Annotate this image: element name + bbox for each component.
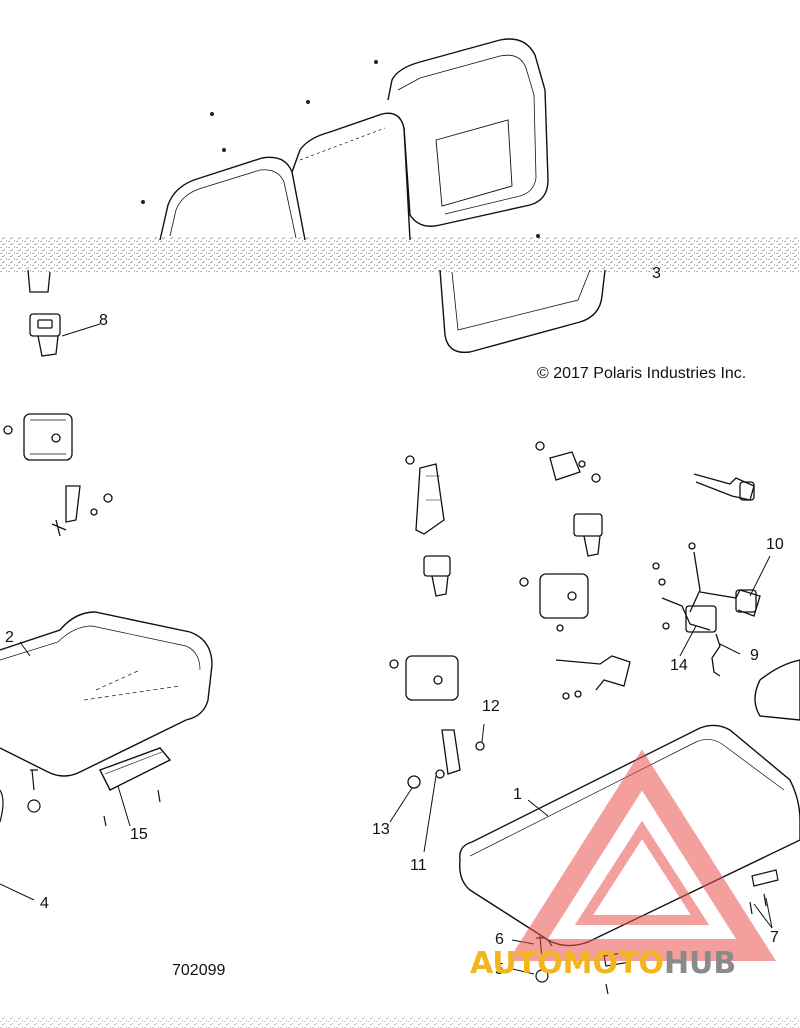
callout-8: 8 [99,312,108,329]
callout-6: 6 [495,931,504,948]
left-hardware [0,769,161,827]
callout-3: 3 [652,265,661,282]
callout-10: 10 [766,536,784,553]
watermark-moto: MOTO [562,946,664,981]
belt-assembly-9-10-14 [652,542,761,677]
callout-5: 5 [495,961,504,978]
watermark-auto: AUTO [470,946,563,981]
callout-1: 1 [513,786,522,803]
upper-fasteners [141,60,540,238]
scan-artifact-bottom [0,1016,800,1028]
callout-14: 14 [670,657,688,674]
callout-4: 4 [40,895,49,912]
callout-leader-lines [0,323,773,975]
callout-12: 12 [482,698,500,715]
seat-cushion-2 [0,611,213,791]
rear-seat-back-assembly [159,38,606,354]
center-retractor [519,573,631,700]
copyright-notice: © 2017 Polaris Industries Inc. [537,365,747,382]
center-belt-hardware [405,441,755,597]
callout-7: 7 [770,929,779,946]
callout-11: 11 [410,857,427,874]
callout-13: 13 [372,821,390,838]
seat-belt-buckle-8 [27,269,61,357]
watermark-triangle [508,749,776,961]
callout-15: 15 [130,826,148,843]
left-retractor-assembly [3,413,113,537]
callout-2: 2 [5,629,14,646]
callout-9: 9 [750,647,759,664]
watermark-text: AUTOMOTOHUB [470,946,736,981]
watermark-logo [508,749,776,961]
document-number: 702099 [172,962,226,979]
scan-artifact-band [0,236,800,272]
watermark-hub: HUB [663,946,737,981]
lower-left-retractor [389,655,485,789]
